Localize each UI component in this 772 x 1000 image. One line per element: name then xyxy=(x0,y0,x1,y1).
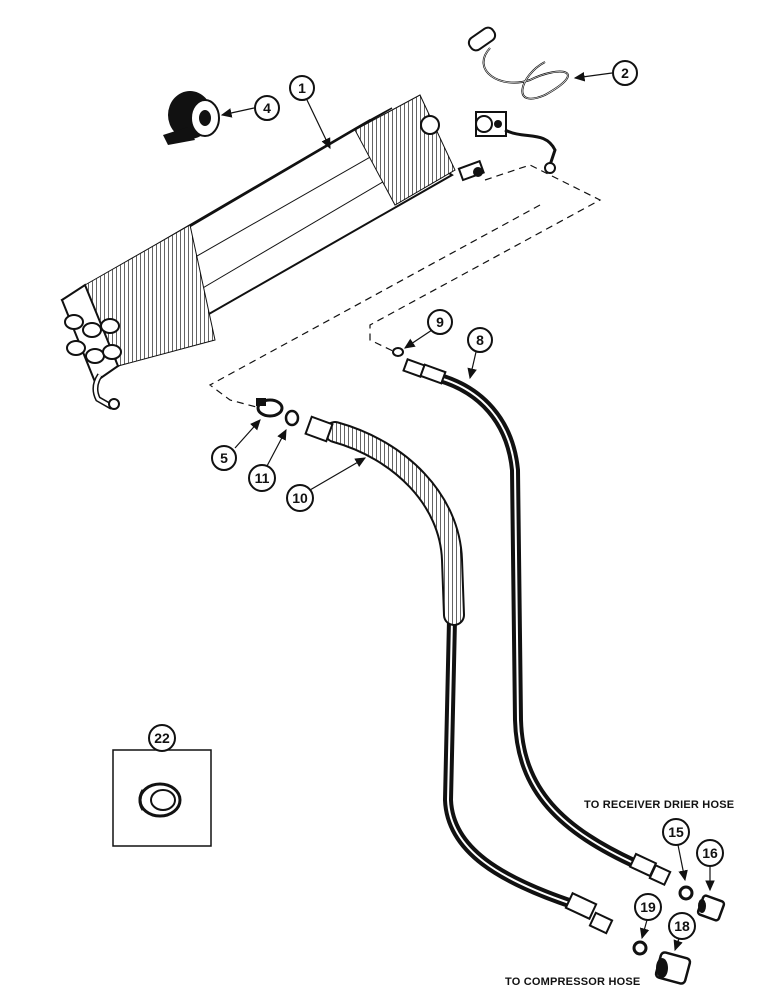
routing-lines xyxy=(208,164,602,409)
svg-text:16: 16 xyxy=(702,845,718,861)
callout-11: 11 xyxy=(248,464,276,492)
o-ring-19 xyxy=(632,940,648,956)
foam-tape-roll xyxy=(163,91,220,145)
hose-10 xyxy=(304,415,614,935)
o-ring-15 xyxy=(678,885,694,901)
fitting-18 xyxy=(654,951,692,985)
o-ring-9 xyxy=(392,347,404,357)
grommet-inset xyxy=(112,749,212,847)
callout-16: 16 xyxy=(696,839,724,867)
fitting-16 xyxy=(696,894,726,922)
callout-18: 18 xyxy=(668,912,696,940)
callout-2: 2 xyxy=(612,60,638,86)
callout-4: 4 xyxy=(254,95,280,121)
clamp xyxy=(256,398,284,418)
callout-5: 5 xyxy=(211,445,237,471)
note-compressor: TO COMPRESSOR HOSE xyxy=(505,976,640,988)
callout-22: 22 xyxy=(148,724,176,752)
callout-1: 1 xyxy=(289,75,315,101)
callout-15: 15 xyxy=(662,818,690,846)
hose-8 xyxy=(402,358,672,887)
svg-text:19: 19 xyxy=(640,899,656,915)
svg-text:4: 4 xyxy=(263,100,271,116)
svg-text:22: 22 xyxy=(154,730,170,746)
svg-text:18: 18 xyxy=(674,918,690,934)
svg-text:5: 5 xyxy=(220,450,228,466)
callout-19: 19 xyxy=(634,893,662,921)
svg-text:9: 9 xyxy=(436,314,444,330)
callout-9: 9 xyxy=(427,309,453,335)
svg-text:8: 8 xyxy=(476,332,484,348)
expansion-valve xyxy=(467,26,569,174)
o-ring-11 xyxy=(284,409,300,427)
svg-text:2: 2 xyxy=(621,65,629,81)
note-receiver-drier: TO RECEIVER DRIER HOSE xyxy=(584,799,734,811)
callout-8: 8 xyxy=(467,327,493,353)
evaporator-core xyxy=(60,94,485,410)
svg-text:15: 15 xyxy=(668,824,684,840)
svg-text:1: 1 xyxy=(298,80,306,96)
svg-text:11: 11 xyxy=(255,470,270,486)
callout-10: 10 xyxy=(286,484,314,512)
svg-text:10: 10 xyxy=(292,490,308,506)
